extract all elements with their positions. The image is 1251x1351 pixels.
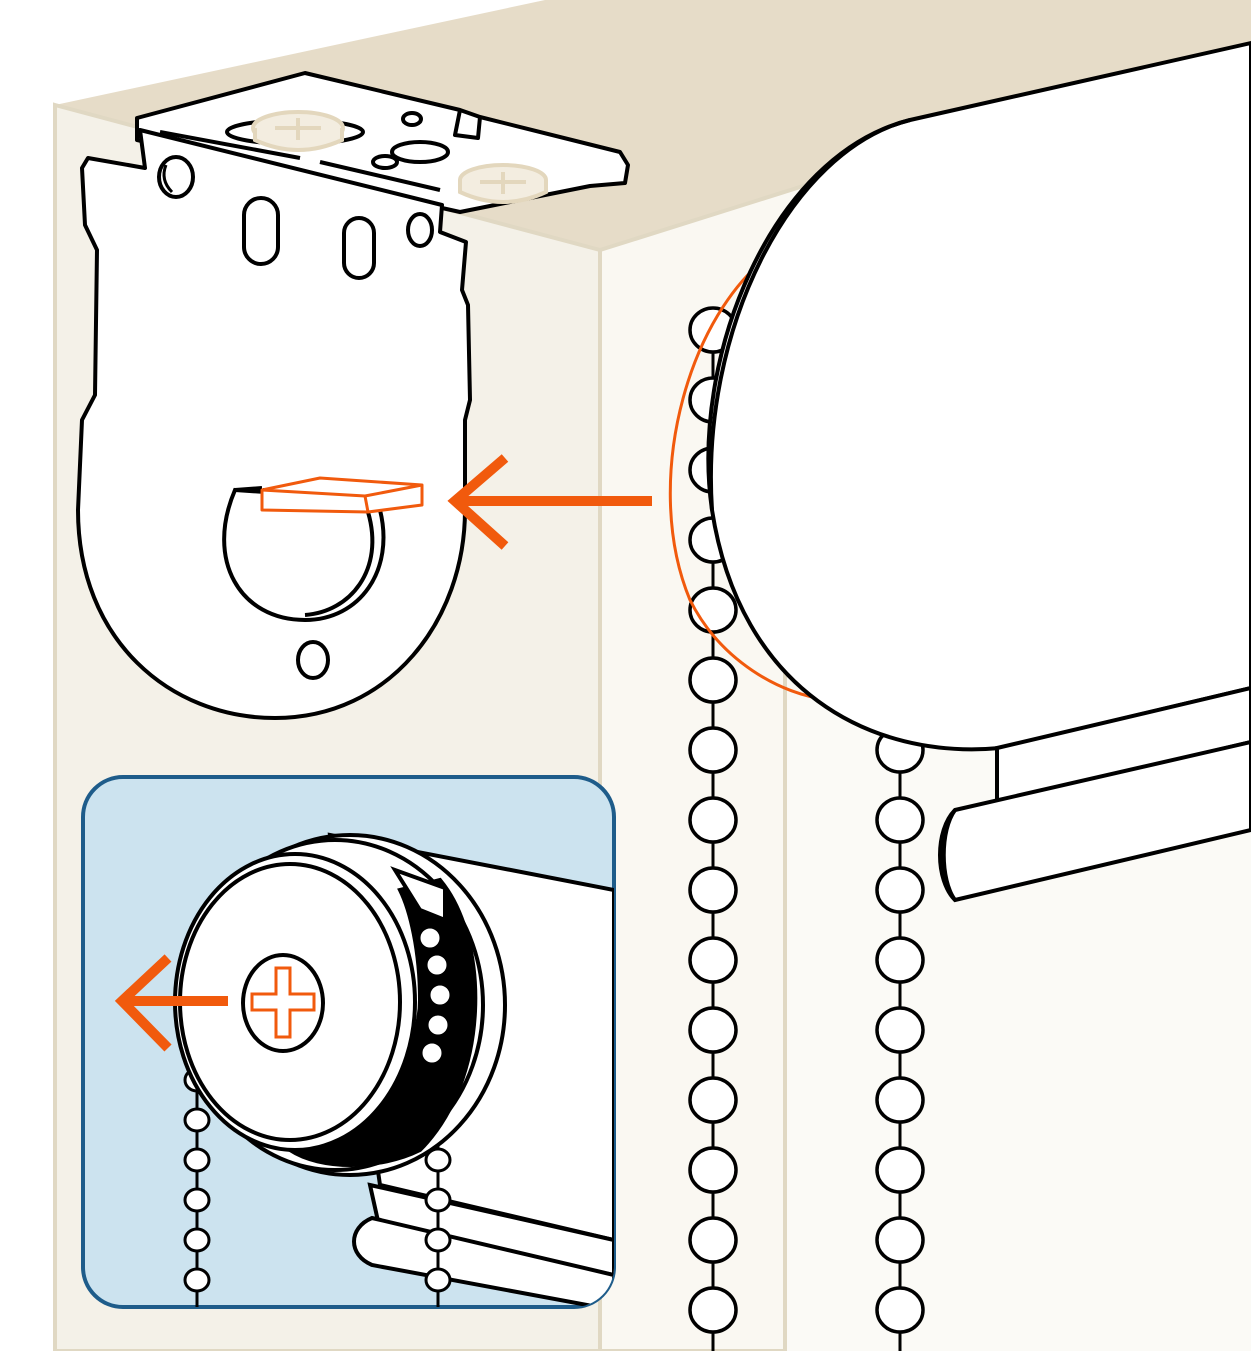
chain-ball <box>424 1227 452 1253</box>
bracket-slot-hole-tiny <box>371 154 399 170</box>
inset-sprocket-balls <box>417 925 453 1066</box>
chain-ball <box>424 1187 452 1213</box>
chain-ball <box>424 1267 452 1293</box>
chain-ball <box>688 1286 738 1334</box>
bottom-rail <box>938 685 1251 903</box>
chain-ball <box>688 796 738 844</box>
inset-rail-bar <box>352 1215 614 1307</box>
chain-ball <box>688 936 738 984</box>
chain-ball <box>875 1286 925 1334</box>
bracket-keyhole <box>222 487 386 623</box>
keyhole-inner-edge <box>304 511 375 617</box>
chain-ball <box>688 726 738 774</box>
bracket-fold-line-2 <box>319 160 441 192</box>
chain-ball <box>875 1076 925 1124</box>
chain-ball <box>183 1227 211 1253</box>
chain-ball <box>688 1006 738 1054</box>
inset-screw-cross <box>250 966 316 1039</box>
bracket-slot-left <box>242 196 280 266</box>
sprocket-ball <box>424 952 450 978</box>
bracket-round-hole <box>401 111 423 127</box>
ceiling-screw-1 <box>251 110 345 152</box>
roller-tube-body <box>706 40 1251 752</box>
chain-ball <box>183 1187 211 1213</box>
bracket-locking-tab-highlight <box>260 476 424 514</box>
chain-ball <box>875 1006 925 1054</box>
chain-ball <box>183 1147 211 1173</box>
chain-ball <box>688 1076 738 1124</box>
sprocket-ball <box>427 982 453 1008</box>
chain-ball <box>183 1107 211 1133</box>
arrow-left-icon <box>447 454 652 550</box>
bracket-step <box>453 109 482 140</box>
chain-ball <box>183 1267 211 1293</box>
arrow-left-icon <box>114 954 228 1052</box>
roller-tube-end-edge <box>709 118 911 511</box>
bracket-fold-line <box>159 130 301 160</box>
bracket-hole-bottom <box>296 640 330 680</box>
chain-ball <box>688 1146 738 1194</box>
bracket-slot-right <box>342 216 376 280</box>
chain-ball <box>875 936 925 984</box>
sprocket-ball <box>419 1040 445 1066</box>
chain-ball <box>875 866 925 914</box>
chain-ball <box>688 866 738 914</box>
sprocket-ball <box>417 925 443 951</box>
inset-tab <box>390 866 447 923</box>
chain-ball <box>688 656 738 704</box>
bracket-plate-holes <box>157 155 434 680</box>
bracket-slot-hole-small <box>390 140 450 164</box>
chain-ball <box>424 1147 452 1173</box>
chain-ball <box>875 1146 925 1194</box>
ceiling-surface <box>55 0 1251 250</box>
chain-ball <box>688 1216 738 1264</box>
sprocket-ball <box>425 1012 451 1038</box>
chain-ball <box>875 796 925 844</box>
roller-tube <box>668 40 1251 752</box>
bracket-hole-small <box>406 212 434 248</box>
chain-ball <box>875 1216 925 1264</box>
ceiling-screw-2 <box>458 163 548 204</box>
detail-inset <box>81 775 616 1309</box>
clutch-highlight-outline <box>668 243 831 702</box>
